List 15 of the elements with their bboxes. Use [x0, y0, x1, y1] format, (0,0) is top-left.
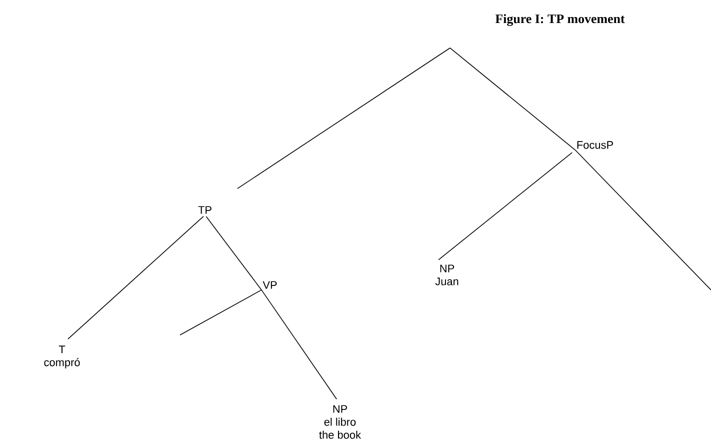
- tree-branch: [574, 150, 711, 290]
- tree-branch: [68, 216, 204, 340]
- tree-branch: [180, 290, 262, 336]
- tree-label: VP: [262, 281, 277, 289]
- figure-title: Figure I: TP movement: [495, 14, 625, 26]
- tree-branch: [450, 48, 576, 150]
- tree-branch: [206, 216, 262, 290]
- tree-label: TP: [198, 206, 212, 214]
- tree-branch: [261, 290, 338, 400]
- tree-label: NP Juan: [435, 264, 458, 286]
- tree-branch: [237, 48, 450, 189]
- tree-label: FocusP: [577, 141, 613, 149]
- tree-label: T compró: [44, 346, 80, 368]
- tree-label: NP el libro the book: [319, 405, 362, 439]
- tree-branch: [438, 152, 573, 260]
